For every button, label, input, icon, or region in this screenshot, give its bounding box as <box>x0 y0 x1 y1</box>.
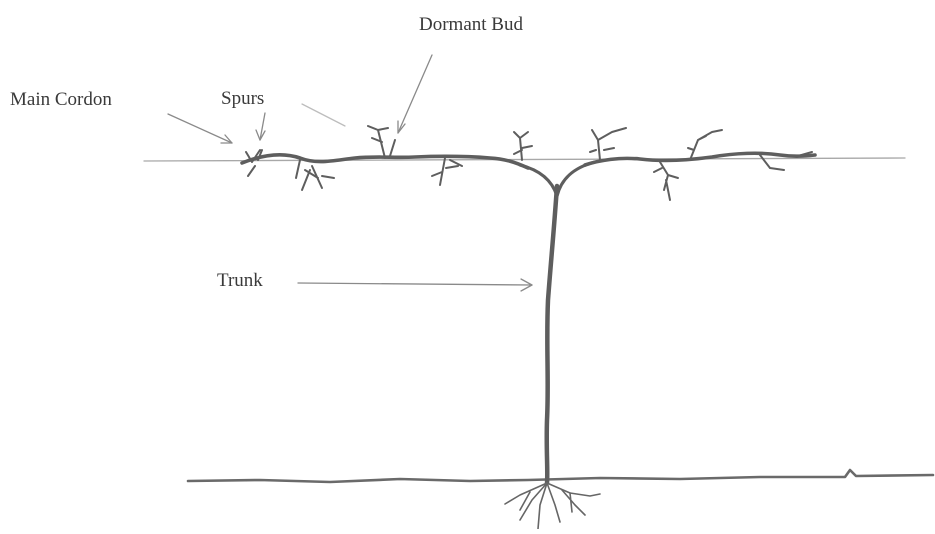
main-cordon-label: Main Cordon <box>10 90 112 109</box>
main-cordon-arrow <box>168 114 232 143</box>
dormant-bud-label: Dormant Bud <box>419 15 523 34</box>
trunk-fork <box>520 162 595 196</box>
trunk <box>547 186 557 483</box>
ground-line <box>188 470 933 482</box>
trunk-arrow <box>298 283 532 285</box>
roots <box>505 483 600 529</box>
dormant-bud-arrow <box>398 55 432 133</box>
trunk-label: Trunk <box>217 271 263 290</box>
spurs <box>246 126 812 200</box>
spurs-label: Spurs <box>221 89 264 108</box>
spurs-secondary-stroke <box>302 104 345 126</box>
